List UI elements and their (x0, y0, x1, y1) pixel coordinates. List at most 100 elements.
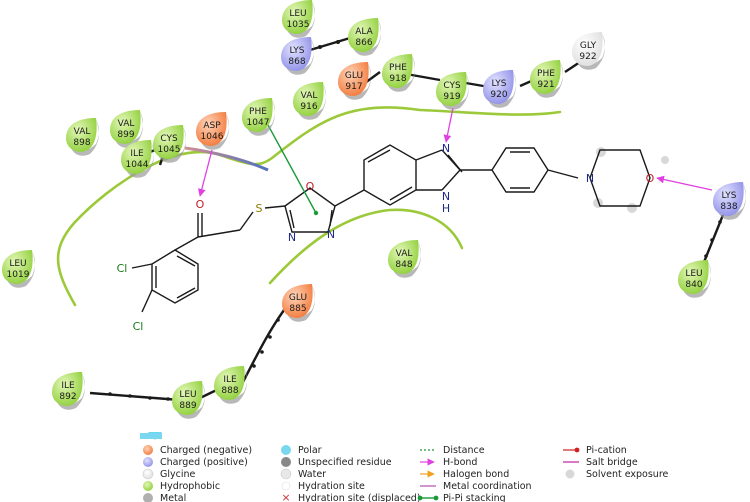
legend-swatch-glycine (142, 468, 154, 480)
residue-name: PHE (389, 63, 407, 73)
legend-hydration-displaced: Hydration site (displaced) (298, 493, 421, 502)
pipi-stacking-phe1047 (267, 124, 317, 214)
legend-swatch-unspecified (281, 457, 291, 467)
residue-name: ILE (61, 381, 75, 391)
residue-number: 866 (355, 38, 372, 48)
residue-name: ILE (130, 149, 144, 159)
interactions (197, 107, 713, 216)
legend-swatch-hydrophobic (143, 481, 153, 491)
solvent-exposure-halos (593, 147, 669, 213)
legend-swatch-positive (143, 457, 153, 467)
atom-nh: H (442, 202, 450, 215)
legend-top-bar (140, 433, 162, 439)
hbond-asp1046 (197, 149, 213, 197)
residue-number: 1035 (287, 20, 310, 30)
atom-n5: N (586, 172, 594, 185)
residue-number: 868 (288, 57, 305, 67)
residue-disc (282, 284, 313, 318)
legend-unspecified: Unspecified residue (298, 457, 392, 468)
residue-name: ASP (203, 121, 221, 131)
legend-positive: Charged (positive) (160, 457, 248, 468)
residue-number: 1044 (126, 160, 149, 170)
atom-n4: N (442, 190, 450, 203)
legend-swatch-water (280, 468, 292, 480)
residue-name: LEU (9, 259, 26, 269)
legend-swatch-negative (143, 445, 153, 455)
hydration-displaced-icon: × (281, 491, 290, 502)
residue-disc (348, 18, 379, 52)
residue-name: LEU (289, 9, 306, 19)
legend-swatch-pipi-dot-right (433, 495, 439, 501)
residue-name: CYS (160, 134, 178, 144)
residue-name: ALA (355, 27, 373, 37)
residue-number: 1019 (7, 270, 30, 280)
residue-disc (572, 32, 603, 66)
residue-disc (66, 118, 97, 152)
legend-swatch-hydration (281, 481, 291, 491)
legend-halogen: Halogen bond (443, 469, 509, 480)
residue-number: 921 (537, 80, 554, 90)
legend-swatch-pipi-dot-left (417, 495, 423, 501)
residue-name: ILE (223, 375, 237, 385)
legend-water: Water (298, 469, 326, 480)
legend-metal: Metal (160, 493, 186, 502)
legend-hydrophobic: Hydrophobic (160, 481, 220, 492)
residue-name: GLU (345, 71, 363, 81)
backbone-chains (89, 36, 729, 402)
residue-name: LEU (179, 390, 196, 400)
residue-name: LYS (721, 191, 736, 201)
residue-name: VAL (118, 119, 135, 129)
residue-number: 1046 (201, 132, 224, 142)
atom-o-morpholine: O (646, 172, 655, 185)
residue-disc (713, 182, 744, 216)
residue-name: PHE (249, 107, 267, 117)
residue-number: 899 (117, 130, 134, 140)
residue-name: VAL (396, 249, 413, 259)
residue-number: 885 (289, 304, 306, 314)
legend-pipi: Pi-Pi stacking (443, 493, 506, 502)
pi-cation-band (184, 146, 269, 172)
residue-number: 922 (579, 52, 596, 62)
atom-cl1: Cl (117, 262, 128, 275)
atom-o-keto: O (196, 198, 205, 211)
residue-name: LYS (491, 79, 506, 89)
residue-name: LEU (685, 269, 702, 279)
residue-disc (172, 381, 203, 415)
residue-number: 916 (300, 102, 317, 112)
residue-name: GLU (289, 293, 307, 303)
residue-disc (436, 72, 467, 106)
legend-negative: Charged (negative) (160, 445, 252, 456)
residue-name: PHE (537, 69, 555, 79)
residue-number: 840 (685, 280, 702, 290)
legend-salt-bridge: Salt bridge (586, 457, 638, 468)
residue-disc (214, 366, 245, 400)
ligand-atom-labels: Cl Cl O S O N N N N H N O (117, 142, 655, 333)
legend: Charged (negative) Charged (positive) Gl… (140, 432, 669, 502)
residue-number: 898 (73, 138, 90, 148)
legend-solvent: Solvent exposure (586, 469, 669, 480)
atom-s: S (256, 202, 263, 215)
legend-polar: Polar (298, 445, 322, 456)
atom-cl2: Cl (133, 320, 144, 333)
legend-pi-cation: Pi-cation (586, 445, 627, 456)
backbone-nodes (108, 40, 722, 401)
hbond-cys919 (443, 107, 454, 143)
residue-disc (282, 0, 313, 34)
residue-number: 919 (443, 92, 460, 102)
